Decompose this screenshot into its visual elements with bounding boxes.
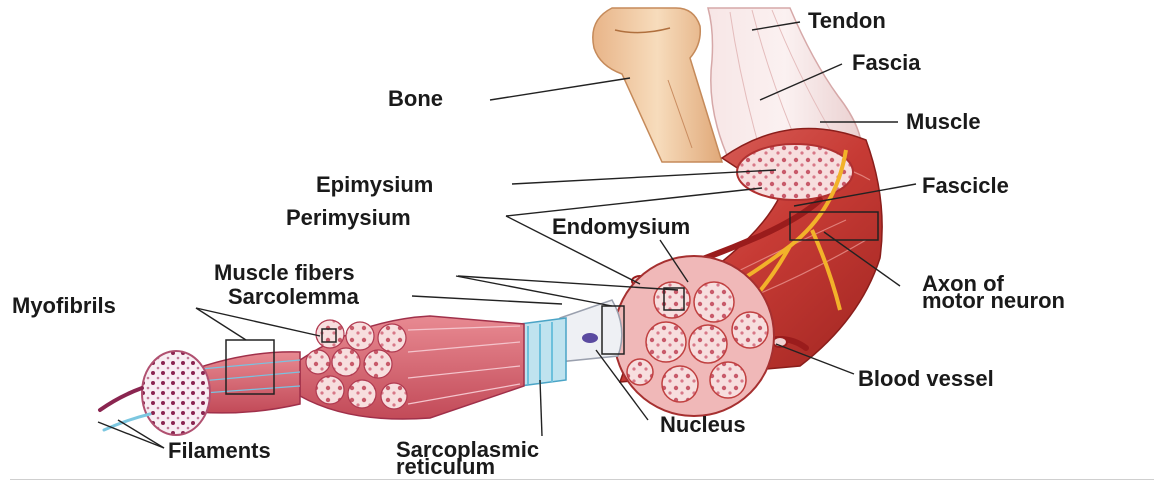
- filament-end: [100, 351, 300, 435]
- fascicle-cross-section: [614, 256, 774, 416]
- label-nucleus: Nucleus: [660, 414, 746, 436]
- label-bone: Bone: [388, 88, 443, 110]
- label-muscle: Muscle: [906, 111, 981, 133]
- label-fascia: Fascia: [852, 52, 921, 74]
- label-endomysium: Endomysium: [552, 216, 690, 238]
- label-perimysium: Perimysium: [286, 207, 411, 229]
- label-sarcolemma: Sarcolemma: [228, 286, 359, 308]
- sarcoplasmic-reticulum-shape: [520, 318, 566, 386]
- label-filaments: Filaments: [168, 440, 271, 462]
- label-tendon: Tendon: [808, 10, 886, 32]
- label-epimysium: Epimysium: [316, 174, 433, 196]
- label-muscle-fibers: Muscle fibers: [214, 262, 355, 284]
- bottom-divider: [10, 479, 1154, 480]
- label-blood-vessel: Blood vessel: [858, 368, 994, 390]
- label-sr-line2: reticulum: [396, 457, 495, 476]
- label-myofibrils: Myofibrils: [12, 295, 116, 317]
- label-axon-line2: motor neuron: [922, 291, 1065, 310]
- myofibril-bundle: [300, 316, 524, 419]
- bone-shape: [593, 8, 722, 162]
- label-fascicle: Fascicle: [922, 175, 1009, 197]
- nucleus-dot: [582, 333, 598, 343]
- sarcolemma-sleeve: [558, 300, 622, 362]
